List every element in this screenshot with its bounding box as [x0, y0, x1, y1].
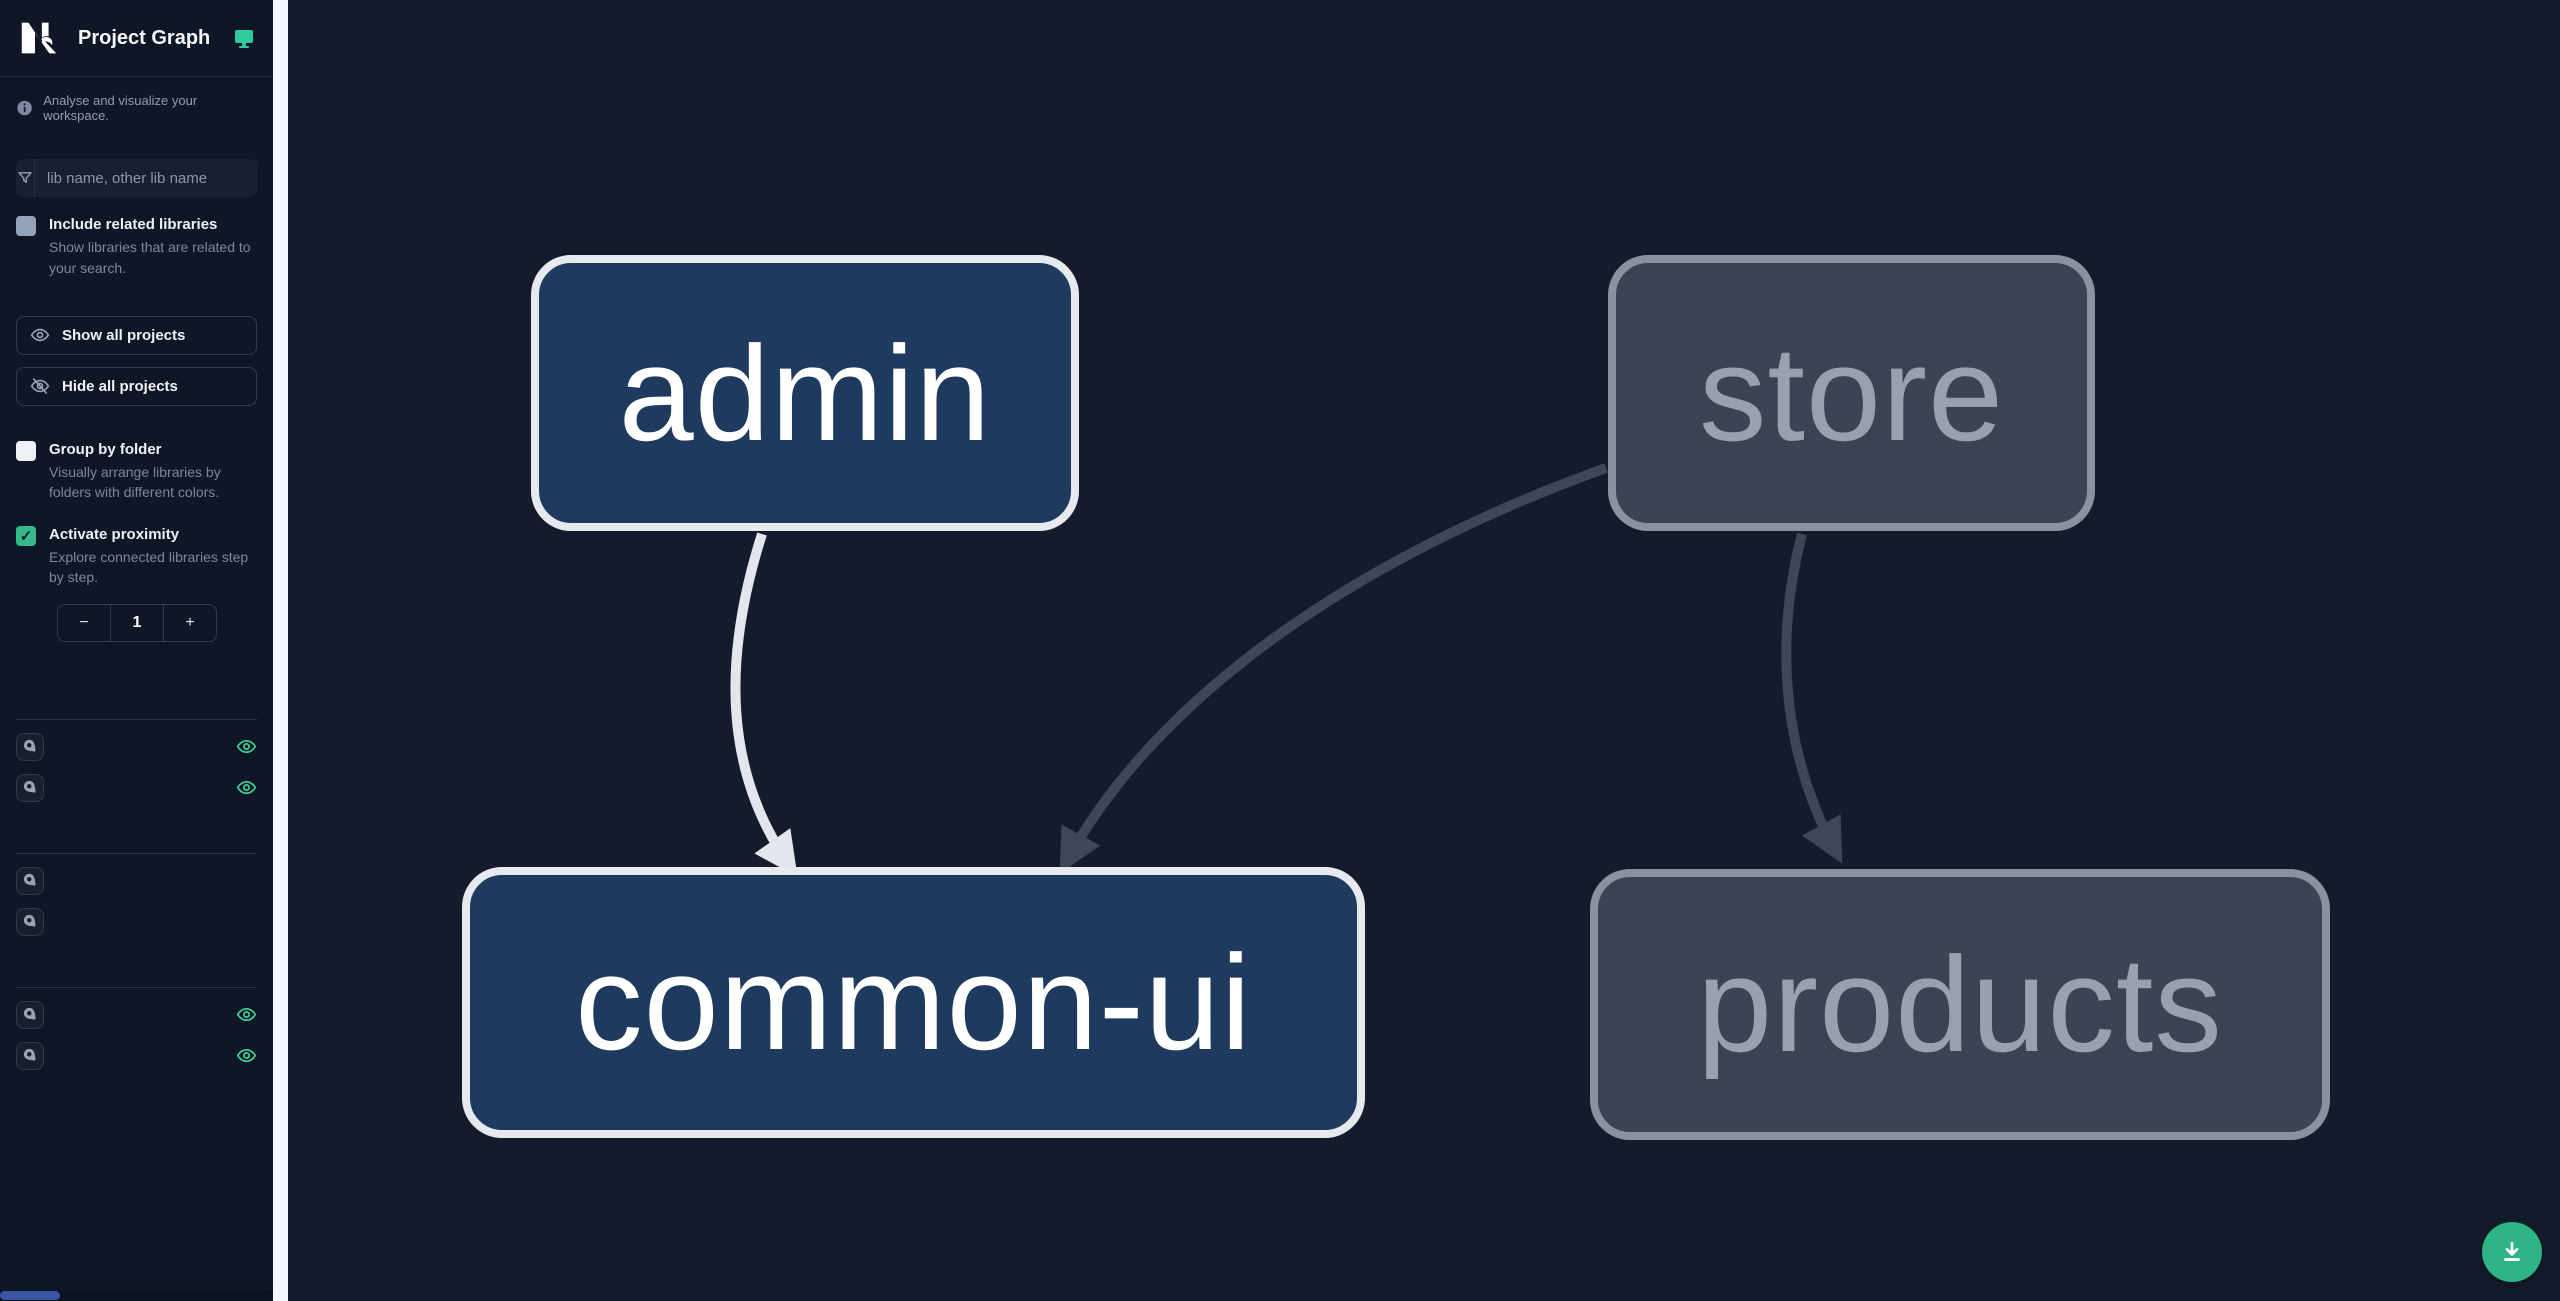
search-bar: [16, 159, 257, 197]
focus-project-button[interactable]: [16, 907, 44, 936]
include-related-checkbox[interactable]: [16, 216, 36, 236]
focus-project-icon: [23, 781, 36, 793]
toggle-project-visibility-button[interactable]: [235, 1045, 257, 1067]
graph-node-products[interactable]: products: [1590, 869, 2330, 1140]
include-related-label: Include related libraries: [49, 216, 218, 233]
project-row: [16, 773, 257, 802]
download-graph-button[interactable]: [2482, 1222, 2542, 1282]
horizontal-scrollbar-thumb[interactable]: [0, 1291, 60, 1300]
activate-proximity-label: Activate proximity: [49, 525, 180, 543]
project-section-app: [16, 710, 257, 802]
group-by-folder-option: Group by folder Visually arrange librari…: [16, 440, 257, 503]
sidebar: Project Graph Analyse and visualize your…: [0, 0, 273, 1290]
project-row: [16, 907, 257, 936]
sidebar-header: Project Graph: [0, 0, 273, 77]
focus-project-icon: [23, 1008, 36, 1020]
focus-project-button[interactable]: [16, 1041, 44, 1070]
focus-project-icon: [23, 740, 36, 752]
group-by-folder-checkbox[interactable]: [16, 440, 36, 461]
info-banner-text: Analyse and visualize your workspace.: [43, 93, 198, 123]
graph-node-label: admin: [618, 317, 992, 469]
horizontal-scrollbar-track[interactable]: [0, 1290, 273, 1301]
project-visible-eye-icon: [236, 780, 256, 795]
edge-admin-to-common-ui: [730, 532, 798, 877]
proximity-decrement-button[interactable]: −: [79, 613, 89, 631]
proximity-increment-button[interactable]: +: [163, 604, 216, 641]
graph-node-label: store: [1698, 317, 2005, 469]
eye-icon: [30, 329, 50, 342]
project-section-title: [16, 844, 257, 854]
include-related-option: Include related libraries Show libraries…: [16, 215, 257, 278]
focus-project-icon: [23, 1049, 36, 1061]
hide-all-projects-label: Hide all projects: [62, 377, 178, 395]
toggle-project-visibility-button[interactable]: [235, 736, 257, 758]
search-input[interactable]: [35, 159, 257, 197]
project-row: [16, 1000, 257, 1029]
focus-project-button[interactable]: [16, 773, 44, 802]
toggle-project-visibility-button[interactable]: [235, 777, 257, 799]
hide-all-projects-button[interactable]: Hide all projects: [16, 366, 257, 406]
activate-proximity-option: ✓ Activate proximity Explore connected l…: [16, 525, 257, 588]
sidebar-scrollbar[interactable]: [273, 0, 288, 1301]
nx-logo-icon: [21, 22, 57, 54]
focus-project-button[interactable]: [16, 1000, 44, 1029]
edge-store-to-products: [1781, 532, 1843, 864]
graph-node-common-ui[interactable]: common-ui: [462, 867, 1365, 1138]
focus-project-button[interactable]: [16, 732, 44, 761]
graph-node-admin[interactable]: admin: [531, 255, 1079, 531]
download-icon: [2504, 1241, 2520, 1261]
show-all-projects-label: Show all projects: [62, 326, 186, 344]
proximity-stepper: − 1 +: [57, 603, 217, 642]
include-related-description: Show libraries that are related to your …: [49, 239, 251, 276]
toggle-project-visibility-button[interactable]: [235, 1004, 257, 1026]
eye-off-icon: [30, 378, 50, 395]
focus-project-icon: [23, 874, 36, 886]
filter-funnel-icon: [16, 159, 35, 197]
project-visible-eye-icon: [236, 739, 256, 754]
graph-node-label: common-ui: [575, 927, 1252, 1078]
show-all-projects-button[interactable]: Show all projects: [16, 315, 257, 355]
project-section-e2e: [16, 844, 257, 936]
proximity-value: 1: [110, 604, 163, 641]
focus-project-button[interactable]: [16, 866, 44, 895]
group-by-folder-description: Visually arrange libraries by folders wi…: [49, 464, 221, 501]
project-visible-eye-icon: [236, 1007, 256, 1022]
graph-node-label: products: [1697, 929, 2223, 1080]
project-section-lib: [16, 978, 257, 1070]
activate-proximity-description: Explore connected libraries step by step…: [49, 548, 249, 586]
activate-proximity-checkbox[interactable]: ✓: [16, 525, 36, 546]
group-by-folder-label: Group by folder: [49, 440, 162, 458]
info-banner: Analyse and visualize your workspace.: [0, 77, 273, 137]
app-title: Project Graph: [78, 26, 211, 49]
info-icon: [17, 100, 32, 116]
project-section-title: [16, 710, 257, 720]
project-row: [16, 1041, 257, 1070]
project-row: [16, 866, 257, 895]
project-row: [16, 732, 257, 761]
edge-store-to-common-ui: [1059, 463, 1608, 874]
project-section-title: [16, 978, 257, 988]
graph-node-store[interactable]: store: [1608, 255, 2095, 531]
focus-project-icon: [23, 915, 36, 927]
project-visible-eye-icon: [236, 1048, 256, 1063]
monitor-icon[interactable]: [232, 26, 256, 50]
